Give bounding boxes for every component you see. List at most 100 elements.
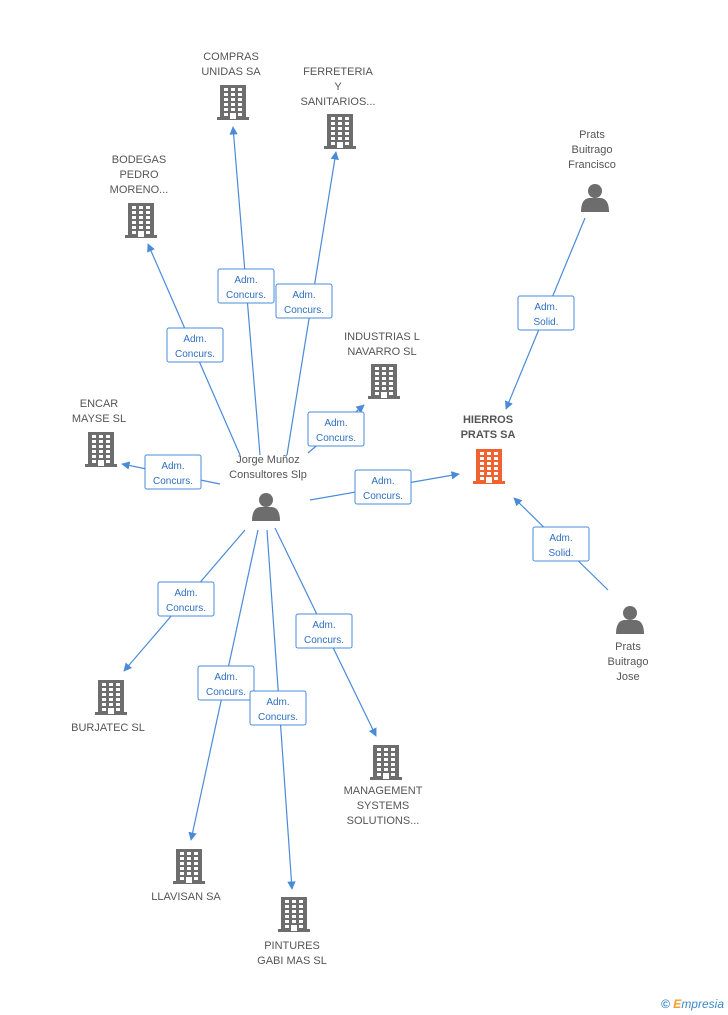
building-icon <box>368 364 400 399</box>
node-label-management: SYSTEMS <box>357 800 410 812</box>
brand-logo-text: mpresia <box>681 997 724 1011</box>
edges-layer <box>121 126 609 890</box>
building-icon <box>473 449 505 484</box>
edge-label-jorge-to-industrias[interactable]: Adm. Concurs. <box>307 411 365 447</box>
brand-logo-e: E <box>673 997 682 1011</box>
node-compras[interactable]: COMPRAS UNIDAS SA <box>201 51 261 120</box>
node-label-hierros: PRATS SA <box>461 429 516 441</box>
node-bodegas[interactable]: BODEGAS PEDRO MORENO... <box>110 154 169 238</box>
node-label-jorge: Jorge Muñoz <box>236 454 300 466</box>
edge-label-text: Adm. <box>534 302 557 313</box>
brand-footer: © Empresia <box>661 997 724 1011</box>
node-label-bodegas: PEDRO <box>119 169 159 181</box>
edge-label-text: Concurs. <box>316 433 356 444</box>
node-encar[interactable]: ENCAR MAYSE SL <box>72 398 126 467</box>
edge-label-text: Adm. <box>183 334 206 345</box>
edge-label-text: Adm. <box>549 533 572 544</box>
node-label-prats_francisco: Francisco <box>568 159 616 171</box>
edge-label-prats_jose-to-hierros[interactable]: Adm. Solid. <box>532 526 590 562</box>
edge-label-jorge-to-hierros[interactable]: Adm. Concurs. <box>354 469 412 505</box>
edge-label-text: Adm. <box>174 588 197 599</box>
node-management[interactable]: MANAGEMENTSYSTEMSSOLUTIONS... <box>344 745 423 827</box>
edge-label-jorge-to-management[interactable]: Adm.Concurs. <box>295 613 353 649</box>
edge-label-text: Concurs. <box>304 635 344 646</box>
edge-label-box <box>532 526 590 562</box>
building-icon <box>370 745 402 780</box>
edge-label-box <box>295 613 353 649</box>
building-icon <box>324 114 356 149</box>
building-icon <box>95 680 127 715</box>
edge-label-text: Adm. <box>371 476 394 487</box>
node-label-hierros: HIERROS <box>463 414 513 426</box>
edge-label-box <box>354 469 412 505</box>
edge-label-text: Concurs. <box>175 349 215 360</box>
node-hierros[interactable]: HIERROS PRATS SA <box>461 414 516 484</box>
person-icon <box>581 184 609 212</box>
node-ferreteria[interactable]: FERRETERIAYSANITARIOS... <box>301 66 376 149</box>
edge-label-box <box>307 411 365 447</box>
node-label-burjatec: BURJATEC SL <box>71 722 145 734</box>
edge-label-text: Concurs. <box>226 290 266 301</box>
node-label-compras: COMPRAS <box>203 51 259 63</box>
edge-label-text: Solid. <box>548 548 573 559</box>
edge-label-text: Concurs. <box>284 305 324 316</box>
edge-label-box <box>517 295 575 331</box>
edge-label-jorge-to-compras[interactable]: Adm.Concurs. <box>217 268 275 304</box>
edge-label-jorge-to-burjatec[interactable]: Adm.Concurs. <box>157 581 215 617</box>
node-label-industrias: INDUSTRIAS L <box>344 331 420 343</box>
node-label-management: MANAGEMENT <box>344 785 423 797</box>
node-label-ferreteria: SANITARIOS... <box>301 96 376 108</box>
node-label-pintures: PINTURES <box>264 940 320 952</box>
edge-label-text: Concurs. <box>206 687 246 698</box>
edge-label-jorge-to-llavisan[interactable]: Adm.Concurs. <box>197 665 255 701</box>
edge-label-box <box>275 283 333 319</box>
edge-label-text: Concurs. <box>258 712 298 723</box>
edge-label-box <box>217 268 275 304</box>
node-label-jorge: Consultores Slp <box>229 469 307 481</box>
edge-label-jorge-to-bodegas[interactable]: Adm. Concurs. <box>166 327 224 363</box>
node-label-bodegas: BODEGAS <box>112 154 166 166</box>
node-label-encar: MAYSE SL <box>72 413 126 425</box>
copyright-icon: © <box>661 997 670 1011</box>
node-label-prats_jose: Prats <box>615 641 641 653</box>
building-icon <box>85 432 117 467</box>
edge-label-text: Concurs. <box>153 476 193 487</box>
node-label-encar: ENCAR <box>80 398 119 410</box>
building-icon <box>125 203 157 238</box>
edge-label-text: Adm. <box>266 697 289 708</box>
node-label-bodegas: MORENO... <box>110 184 169 196</box>
building-icon <box>173 849 205 884</box>
node-llavisan[interactable]: LLAVISAN SA <box>151 849 221 903</box>
edge-label-text: Solid. <box>533 317 558 328</box>
edge-label-jorge-to-ferreteria[interactable]: Adm. Concurs. <box>275 283 333 319</box>
person-icon <box>616 606 644 634</box>
node-label-prats_jose: Jose <box>616 671 639 683</box>
edge-label-jorge-to-pintures[interactable]: Adm. Concurs. <box>249 690 307 726</box>
node-industrias[interactable]: INDUSTRIAS L NAVARRO SL <box>344 331 420 399</box>
edge-label-text: Adm. <box>324 418 347 429</box>
edge-labels-layer: Adm. Concurs. Adm. Concurs. Adm. Concurs. Adm.… <box>144 268 590 726</box>
edge-label-text: Adm. <box>161 461 184 472</box>
node-label-compras: UNIDAS SA <box>201 66 261 78</box>
edge-label-text: Concurs. <box>363 491 403 502</box>
edge-label-box <box>144 454 202 490</box>
node-label-prats_francisco: Prats <box>579 129 605 141</box>
node-label-prats_francisco: Buitrago <box>572 144 613 156</box>
building-icon <box>278 897 310 932</box>
building-icon <box>217 85 249 120</box>
edge-label-jorge-to-encar[interactable]: Adm. Concurs. <box>144 454 202 490</box>
edge-label-prats_francisco-to-hierros[interactable]: Adm. Solid. <box>517 295 575 331</box>
edge-label-box <box>197 665 255 701</box>
node-label-llavisan: LLAVISAN SA <box>151 891 221 903</box>
node-burjatec[interactable]: BURJATEC SL <box>71 680 145 734</box>
node-label-ferreteria: FERRETERIA <box>303 66 373 78</box>
node-label-industrias: NAVARRO SL <box>347 346 416 358</box>
node-label-prats_jose: Buitrago <box>608 656 649 668</box>
edge-label-box <box>157 581 215 617</box>
edge-label-text: Adm. <box>292 290 315 301</box>
